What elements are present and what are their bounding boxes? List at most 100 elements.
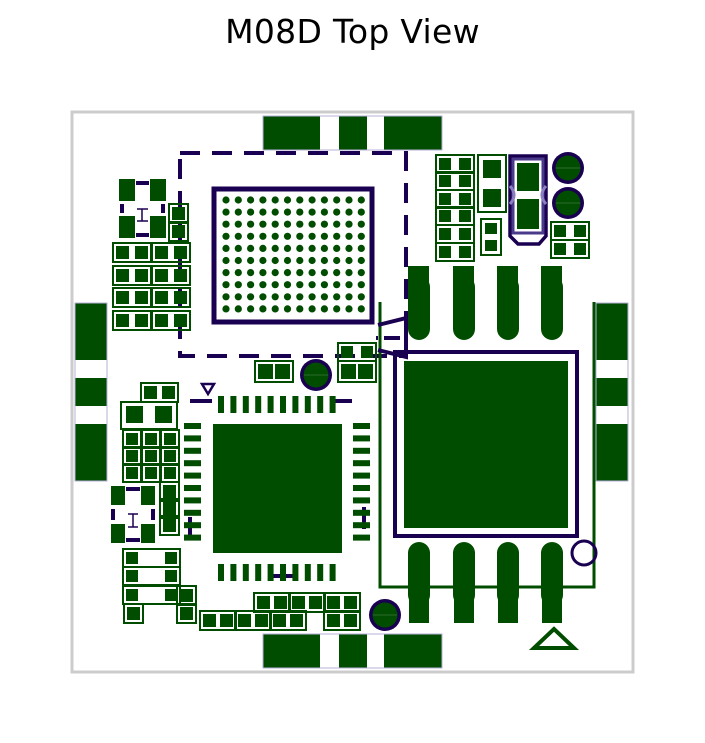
cap-ll-1-pad-b — [155, 406, 172, 423]
cell-ll-c-2-pad — [164, 467, 176, 479]
cap-m-2-outline — [337, 360, 377, 383]
edge-pad-v-0 — [75, 303, 107, 360]
lead-bottom-2 — [497, 542, 519, 606]
cap-tr-r-1-pad-b — [574, 243, 586, 255]
bga-ball — [296, 256, 304, 265]
bga-ball — [333, 208, 341, 216]
cap-tr-r-1-pad-a — [554, 243, 566, 255]
x2-pad-2 — [141, 486, 155, 505]
cap-ll-row-2-pad-a — [126, 589, 138, 601]
cap-m-0-pad-b — [275, 364, 290, 379]
bga-ball — [296, 220, 304, 228]
cell-ll-e-pad — [127, 607, 140, 620]
cap-tr-0-pad-a — [439, 158, 451, 170]
cell-ll-e-outline — [123, 603, 144, 624]
qfn-pin-left — [184, 435, 201, 442]
cap-tr-0-pad-b — [459, 158, 471, 170]
edge-frame-3 — [595, 302, 629, 482]
bga-ball — [259, 196, 267, 204]
bga-ball — [271, 196, 279, 204]
bga-ball — [333, 196, 341, 204]
qfn-pin-top — [317, 396, 324, 413]
bga-ball — [320, 232, 328, 240]
qfn-pin-left — [184, 534, 201, 541]
bga-ball — [333, 293, 341, 301]
lead-top-2 — [497, 276, 519, 340]
power-module-body — [393, 350, 579, 538]
power-module-outline — [378, 302, 596, 589]
bga-ball — [234, 220, 242, 228]
bga-ball — [283, 232, 292, 240]
qfn-pin-left — [184, 485, 201, 491]
bga-ball — [283, 256, 292, 265]
cap-lu-b-2-pad-a — [155, 291, 168, 304]
bga-ball — [333, 305, 341, 313]
cap-b2-0-pad-a — [257, 596, 270, 609]
qfn-pin-left — [184, 423, 201, 429]
bga-ball — [283, 305, 292, 313]
cap-tr-3-pad-a — [439, 210, 451, 222]
bga-ball — [271, 208, 279, 216]
x2-pad-1 — [111, 486, 125, 505]
cap-b-0-pad-b — [220, 614, 233, 627]
cap-m-1-pad-b — [361, 346, 373, 358]
cell-ll-d-0-outline — [159, 481, 180, 502]
qfn-pin-bottom — [267, 564, 274, 581]
cap-tr-1-pad-b — [459, 175, 471, 187]
cap-b-2-pad-a — [273, 614, 286, 627]
power-module-thermal-pad — [404, 361, 568, 528]
bga-ball — [357, 281, 365, 289]
cap-ll-row-0-pad-b — [165, 552, 177, 564]
bga-ball — [357, 232, 365, 240]
silk-glyph — [376, 315, 408, 360]
edge-pad-h-4 — [339, 634, 367, 668]
passives-bottom — [199, 592, 361, 631]
cap-m-0-outline — [254, 360, 294, 383]
cap-tr-2-pad-a — [439, 193, 451, 205]
cell-ll-b-2-pad — [145, 467, 157, 479]
cap-b2-2-pad-a — [327, 596, 340, 609]
cap-lu-a-3-pad-a — [116, 314, 129, 327]
bga-ball — [320, 293, 328, 301]
bga-ball — [308, 256, 316, 265]
qfn-pin-right — [353, 497, 370, 504]
bga-ball — [296, 196, 304, 204]
edge-pad-v-5 — [596, 424, 628, 481]
cap-lu-b-3-pad-a — [155, 314, 168, 327]
bga-ball — [296, 269, 304, 277]
bga-ball — [357, 305, 365, 313]
cap-b3-0-pad-b — [344, 614, 357, 627]
bga-ball — [234, 244, 242, 252]
bga-ball — [283, 196, 292, 204]
bga-ball — [308, 269, 316, 277]
bga-ball — [271, 305, 279, 313]
cap-lu-b-0-pad-a — [155, 246, 168, 259]
bga-ball — [308, 305, 316, 313]
qfn-pin-top — [218, 396, 224, 413]
cap-lu-a-2-pad-b — [135, 291, 148, 304]
bga-ball — [333, 269, 341, 277]
x1-pad-2 — [150, 179, 166, 201]
bga-ball — [320, 196, 328, 204]
bga-ball — [222, 293, 230, 301]
bga-ball — [247, 281, 255, 289]
cell-ll-f-pad — [180, 589, 193, 602]
cap-tr-2-pad-b — [459, 193, 471, 205]
x2-pad-3 — [111, 524, 125, 543]
bga-ball — [271, 232, 279, 240]
bga-ball — [345, 244, 353, 252]
qfn-pin-left — [184, 472, 201, 479]
lead-top-3 — [541, 276, 563, 340]
bga-ball — [222, 244, 230, 252]
bga-ball — [283, 293, 292, 301]
bga-ball — [357, 256, 365, 265]
qfn-pin-bottom — [218, 564, 224, 581]
qfn-pin-right — [353, 460, 370, 467]
cap-lu-b-0-pad-b — [174, 246, 187, 259]
cell-ll-g-outline — [176, 603, 197, 624]
bga-ball — [320, 305, 328, 313]
bga-ball — [247, 244, 255, 252]
orientation-triangle — [528, 626, 580, 650]
bga-ball — [333, 256, 341, 265]
